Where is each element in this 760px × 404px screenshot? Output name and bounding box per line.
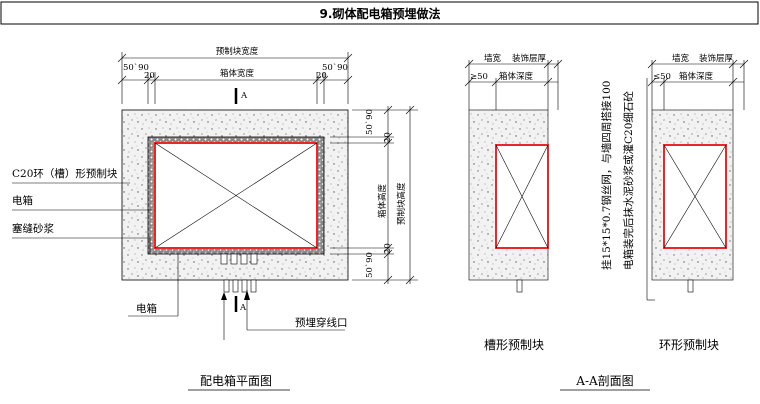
plan-top-dimensions (117, 52, 353, 104)
label-electric-box-bottom: 电箱 (136, 302, 157, 315)
slot-min-50: ≥50 (470, 72, 488, 82)
section-note: 挂15*15*0.7钢丝网，与墙四周搭接100 电箱装完后抹水泥砂浆或灌C20细… (600, 78, 655, 301)
note-mortar-fill: 电箱装完后抹水泥砂浆或灌C20细石砼 (622, 91, 635, 270)
ring-finish-thickness: 装饰层厚 (699, 53, 734, 64)
slot-caption: 槽形预制块 (484, 338, 544, 352)
section-arrow (221, 292, 227, 300)
plan-view: A A 预制块宽度 50`90 50`90 20 20 箱体宽度 (12, 46, 418, 391)
slot-box-depth: 箱体深度 (499, 71, 534, 82)
section-mark-bottom: A (239, 303, 247, 313)
dim-block-height: 预制块高度 (396, 182, 407, 225)
conduit-arrow (244, 290, 250, 300)
label-mortar: 塞缝砂浆 (12, 222, 54, 235)
dim-box-width: 箱体宽度 (220, 68, 255, 79)
conduit-stubs (220, 253, 258, 293)
plan-caption: 配电箱平面图 (200, 373, 272, 388)
dim-left-90: 50`90 (123, 62, 149, 73)
ring-caption: 环形预制块 (659, 338, 719, 352)
dim-right-top-90: 50`90 (364, 109, 375, 135)
page-title: 9.砌体配电箱预埋做法 (320, 6, 441, 21)
dim-right-top-20: 20 (383, 132, 393, 143)
dim-right-90: 50`90 (322, 62, 348, 73)
slot-finish-thickness: 装饰层厚 (512, 53, 547, 64)
dim-right-bottom-90: 50`90 (364, 252, 375, 278)
box-diagonal-b (154, 142, 318, 249)
ring-max-50: ≤50 (653, 72, 671, 82)
dim-left-20: 20 (144, 71, 155, 81)
dim-box-height: 箱体高度 (377, 183, 388, 218)
ring-wall-width: 墙宽 (672, 53, 690, 64)
dim-right-bottom-20: 20 (383, 243, 393, 254)
dim-right-20: 20 (316, 71, 327, 81)
plan-left-leaders (12, 182, 345, 331)
note-wire-mesh: 挂15*15*0.7钢丝网，与墙四周搭接100 (600, 81, 613, 270)
ring-box-depth: 箱体深度 (679, 71, 714, 82)
label-electric-box: 电箱 (12, 194, 33, 207)
section-mark-top: A (240, 91, 248, 101)
title-bar: 9.砌体配电箱预埋做法 (0, 1, 759, 25)
label-conduit: 预埋穿线口 (295, 316, 348, 329)
label-precast-block: C20环（槽）形预制块 (12, 167, 118, 180)
slot-wall-width: 墙宽 (484, 53, 502, 64)
section-slot: 墙宽 装饰层厚 ≥50 箱体深度 槽形预制块 (464, 53, 563, 352)
section-caption: A-A剖面图 (575, 374, 633, 388)
section-ring: 墙宽 装饰层厚 ≤50 箱体深度 环形预制块 (647, 53, 749, 352)
dim-block-width: 预制块宽度 (216, 46, 259, 57)
plan-right-dimensions (330, 105, 418, 285)
